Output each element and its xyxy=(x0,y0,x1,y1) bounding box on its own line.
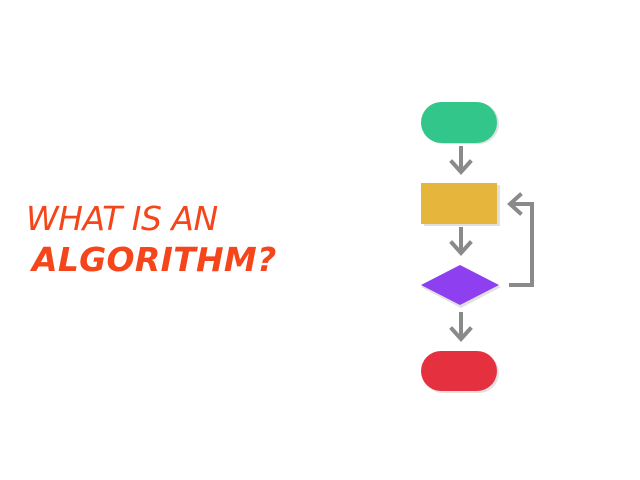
end-node xyxy=(421,351,497,391)
arrow-loop-back xyxy=(507,192,534,287)
decision-node xyxy=(421,265,499,305)
start-node xyxy=(421,102,497,143)
arrow-process-to-decision xyxy=(449,227,473,256)
title-block: WHAT IS AN ALGORITHM? xyxy=(26,199,277,279)
process-node xyxy=(421,183,497,224)
title-line-2: ALGORITHM? xyxy=(32,240,277,279)
title-line-1: WHAT IS AN xyxy=(26,199,218,238)
arrow-start-to-process xyxy=(449,146,473,175)
flowchart-diagram xyxy=(421,102,534,393)
arrow-decision-to-end xyxy=(449,312,473,342)
